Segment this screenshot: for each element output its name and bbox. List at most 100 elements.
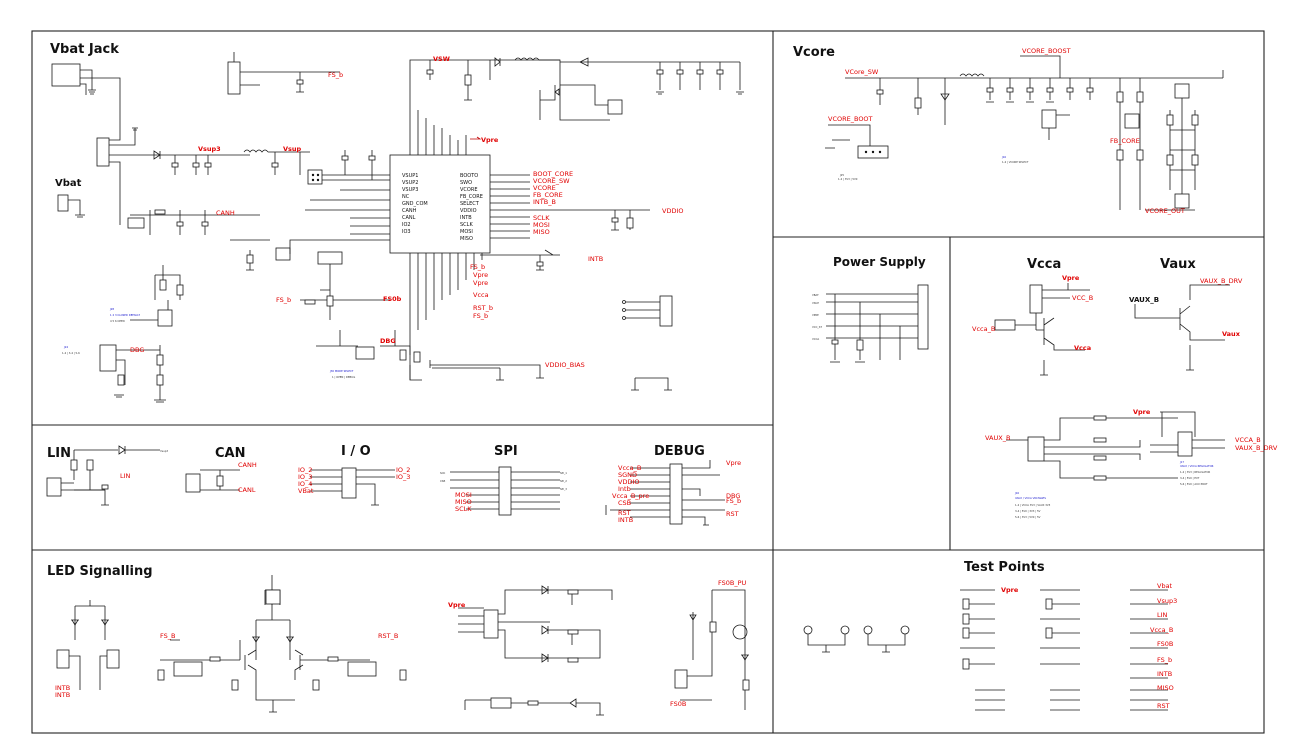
svg-text:FS_b: FS_b <box>276 296 291 304</box>
svg-text:FS_B: FS_B <box>160 632 175 640</box>
section-title-vaux: Vaux <box>1160 257 1196 272</box>
section-title-power-supply: Power Supply <box>833 255 926 269</box>
svg-text:SCLK: SCLK <box>460 222 473 228</box>
svg-text:1-2 | 3V3 | 5V0: 1-2 | 3V3 | 5V0 <box>838 177 858 181</box>
vaux-out-label: Vaux <box>1222 330 1241 338</box>
svg-text:3-4 | 5V0 | EXT: 3-4 | 5V0 | EXT <box>1180 476 1200 480</box>
svg-text:FS0B: FS0B <box>1157 640 1173 648</box>
svg-text:FS_b: FS_b <box>328 71 343 79</box>
section-title-can: CAN <box>215 446 245 461</box>
svg-text:FB_CORE: FB_CORE <box>1110 137 1140 145</box>
svg-text:VBAT: VBAT <box>812 293 819 297</box>
vsup3-label: Vsup3 <box>198 145 221 153</box>
section-title-spi: SPI <box>494 444 518 459</box>
svg-text:VCCA_B: VCCA_B <box>1235 436 1261 444</box>
led-signalling-circuit: INTB INTB FS_B RST_B Vpre <box>55 575 750 716</box>
svg-text:SELECT: SELECT <box>460 201 480 207</box>
dbg-label: DBG <box>380 337 396 345</box>
svg-text:INTB: INTB <box>55 684 70 692</box>
svg-text:VCore_SW: VCore_SW <box>845 68 879 76</box>
svg-text:FS_b: FS_b <box>726 497 741 505</box>
vcca-vaux-circuit: Vpre VCC_B Vcca Vcca_B VAUX_B Vaux VAUX_… <box>972 274 1278 519</box>
svg-text:5-6 | 5V0 | AUX PROT: 5-6 | 5V0 | AUX PROT <box>1180 482 1208 486</box>
svg-text:VAUX / VCCA VOLTAGES: VAUX / VCCA VOLTAGES <box>1015 496 1046 500</box>
svg-text:SWO: SWO <box>460 180 472 186</box>
section-title-vbat-jack: Vbat Jack <box>50 42 119 57</box>
svg-text:VCC_B: VCC_B <box>1072 294 1093 302</box>
svg-text:IO_3: IO_3 <box>396 473 410 481</box>
vsup-label: Vsup <box>283 145 302 153</box>
svg-text:RST: RST <box>1157 702 1170 710</box>
svg-text:CSB: CSB <box>440 479 445 483</box>
svg-text:NC: NC <box>402 194 410 200</box>
svg-text:J16: J16 <box>1014 491 1019 495</box>
svg-text:MISO: MISO <box>533 228 550 236</box>
section-title-debug: DEBUG <box>654 444 705 459</box>
svg-text:VAUX_B: VAUX_B <box>985 434 1010 442</box>
svg-text:J24: J24 <box>63 345 68 349</box>
svg-text:FS0B_PU: FS0B_PU <box>718 579 747 587</box>
vaux-b-label: VAUX_B <box>1129 296 1159 304</box>
svg-text:VCORE: VCORE <box>533 184 556 192</box>
svg-text:1 2 3 CLOSED DEFAULT: 1 2 3 CLOSED DEFAULT <box>110 313 140 317</box>
svg-text:CSB: CSB <box>618 499 631 507</box>
svg-text:GND_COM: GND_COM <box>402 201 428 207</box>
svg-text:IO_4: IO_4 <box>298 480 312 488</box>
svg-text:SCLK: SCLK <box>533 214 550 222</box>
vcca-out-label: Vcca <box>1074 344 1091 352</box>
svg-text:Vpre: Vpre <box>473 279 488 287</box>
section-title-test-points: Test Points <box>964 560 1045 575</box>
svg-text:1-2 | VCCA 3V3 | VAUX 3V3: 1-2 | VCCA 3V3 | VAUX 3V3 <box>1015 503 1051 507</box>
svg-text:SPI_2: SPI_2 <box>560 479 567 483</box>
svg-text:1-2 | VCORE SELECT: 1-2 | VCORE SELECT <box>1002 160 1029 164</box>
vpre-led-label: Vpre <box>448 601 466 609</box>
svg-text:Vcca_B: Vcca_B <box>972 325 995 333</box>
svg-text:VAUX_B_DRV: VAUX_B_DRV <box>1200 277 1243 285</box>
svg-text:MISO: MISO <box>455 498 472 506</box>
vpre-bottom-label: Vpre <box>1133 408 1151 416</box>
svg-text:VCORE_BOOST: VCORE_BOOST <box>1022 47 1071 55</box>
svg-text:J30 MODE SELECT: J30 MODE SELECT <box>329 369 354 373</box>
svg-text:RST_B: RST_B <box>378 632 398 640</box>
svg-text:DBG: DBG <box>130 346 144 354</box>
svg-text:3-4 | 5V0 | 3V3 | 5V: 3-4 | 5V0 | 3V3 | 5V <box>1015 509 1041 513</box>
svg-text:RST_b: RST_b <box>473 304 493 312</box>
interface-circuits: Vsup3 LIN CANH CANL IO_2 IO_3 IO_4 VBat … <box>46 445 741 526</box>
svg-text:MOSI: MOSI <box>455 491 472 499</box>
section-title-io: I / O <box>341 444 371 459</box>
svg-text:J17: J17 <box>1179 460 1184 464</box>
svg-text:IO_3: IO_3 <box>298 473 312 481</box>
svg-text:VSUP1: VSUP1 <box>402 173 418 179</box>
svg-text:MOSI: MOSI <box>460 229 473 235</box>
svg-text:VDDIO_BIAS: VDDIO_BIAS <box>545 361 585 369</box>
svg-text:Vcca: Vcca <box>473 291 489 299</box>
svg-text:SCK: SCK <box>440 471 445 475</box>
svg-text:RST: RST <box>618 509 631 517</box>
svg-text:INTB_B: INTB_B <box>533 198 556 206</box>
svg-text:MOSI: MOSI <box>533 221 550 229</box>
svg-text:4 5 6 OPEN: 4 5 6 OPEN <box>110 319 125 323</box>
sheet-frame <box>31 30 1265 734</box>
svg-text:5-6 | 3V3 | 5V0 | 5V: 5-6 | 3V3 | 5V0 | 5V <box>1015 515 1041 519</box>
section-title-vcca: Vcca <box>1027 257 1061 272</box>
svg-text:IO_2: IO_2 <box>298 466 312 474</box>
svg-text:J25: J25 <box>839 173 844 177</box>
power-supply-circuit: VBAT VSUP VPRE VCC_ST VCCA <box>812 284 929 363</box>
svg-text:VSUP3: VSUP3 <box>402 187 418 193</box>
svg-text:Vsup3: Vsup3 <box>1157 597 1177 605</box>
fs0b-label: FS0b <box>383 295 402 303</box>
svg-text:IO_2: IO_2 <box>396 466 410 474</box>
svg-text:VCC_ST: VCC_ST <box>812 325 822 329</box>
svg-text:INTB: INTB <box>588 255 603 263</box>
svg-text:FB_CORE: FB_CORE <box>533 191 563 199</box>
svg-text:VDDIO: VDDIO <box>618 478 640 486</box>
svg-text:Vbat: Vbat <box>1157 582 1173 590</box>
svg-text:IO2: IO2 <box>402 222 411 228</box>
vbat-label: Vbat <box>55 178 82 189</box>
svg-text:CANH: CANH <box>402 208 417 214</box>
svg-text:INTB: INTB <box>1157 670 1172 678</box>
svg-text:Intb: Intb <box>618 485 631 493</box>
svg-text:VPRE: VPRE <box>812 313 819 317</box>
test-points-circuit: Vpre Vbat Vsup3 LIN Vcca_B FS0B FS_b INT… <box>803 582 1177 711</box>
